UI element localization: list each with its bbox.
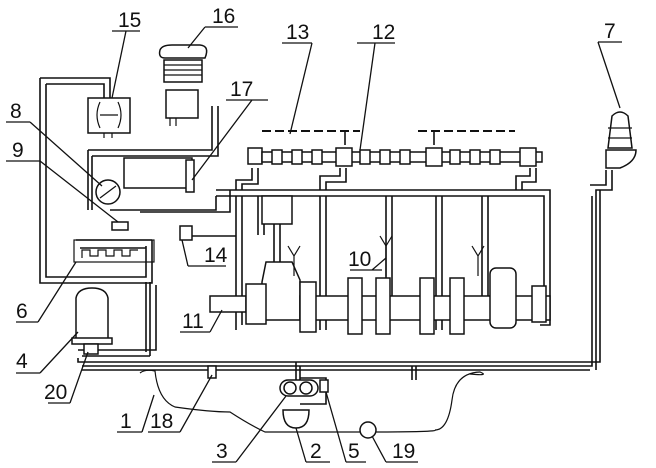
label-18: 18	[150, 410, 173, 433]
oil-strainer	[282, 409, 310, 429]
oil-pump	[279, 379, 319, 397]
label-11: 11	[182, 310, 204, 333]
piston	[261, 195, 301, 321]
crankshaft	[209, 235, 551, 335]
pressure-relief-valve	[319, 379, 329, 393]
drain-valve	[207, 365, 217, 379]
label-1: 1	[120, 410, 132, 433]
fuel-pump-unit	[123, 157, 193, 189]
drain-plug	[359, 421, 377, 439]
oil-filter	[71, 287, 113, 355]
camshaft	[247, 147, 543, 167]
label-12: 12	[372, 21, 395, 44]
label-2: 2	[310, 440, 322, 463]
label-9: 9	[12, 139, 24, 162]
label-4: 4	[16, 350, 28, 373]
label-17: 17	[230, 78, 253, 101]
label-3: 3	[216, 440, 228, 463]
oil-cooler	[73, 239, 155, 263]
label-6: 6	[16, 300, 28, 323]
leader-lines	[6, 26, 622, 463]
label-16: 16	[212, 5, 235, 28]
check-valve	[179, 225, 193, 241]
expansion-tank	[605, 111, 637, 169]
air-compressor	[158, 44, 208, 126]
turbocharger	[87, 97, 131, 138]
label-8: 8	[10, 100, 22, 123]
pressure-sensor	[111, 221, 129, 231]
label-14: 14	[204, 244, 228, 267]
label-10: 10	[348, 248, 371, 271]
label-20: 20	[44, 381, 67, 404]
label-15: 15	[118, 9, 141, 32]
label-5: 5	[348, 440, 360, 463]
label-13: 13	[286, 21, 309, 44]
label-19: 19	[392, 440, 415, 463]
label-7: 7	[604, 20, 616, 43]
